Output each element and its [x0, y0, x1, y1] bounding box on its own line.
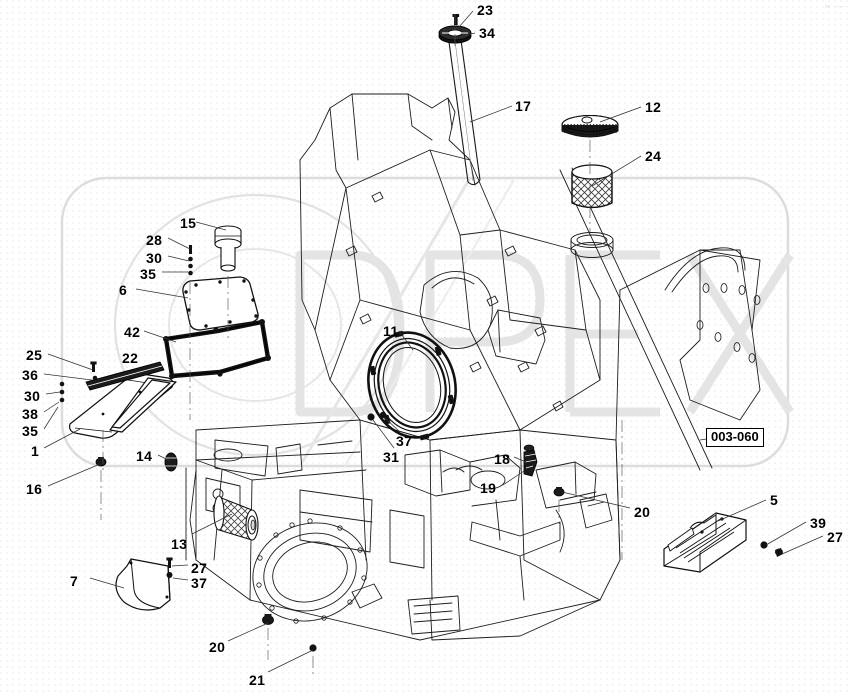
- fasteners-39-27-right: [760, 541, 783, 557]
- part-23-retaining-pin: [452, 14, 460, 25]
- part-15-filler-plug: [214, 225, 242, 272]
- part-13-oil-filter-canister: [213, 495, 259, 541]
- callout-39: 39: [810, 515, 827, 531]
- callout-16: 16: [26, 481, 43, 497]
- part-7-mud-flap-bracket: [115, 558, 171, 611]
- callout-7: 7: [70, 573, 79, 589]
- callout-38: 38: [22, 406, 39, 422]
- callout-34: 34: [479, 25, 496, 41]
- callout-12: 12: [645, 99, 662, 115]
- callout-28: 28: [146, 232, 163, 248]
- part-25-mounting-strip: [85, 361, 165, 391]
- fastener-group-left: [59, 361, 98, 403]
- callout-23: 23: [477, 2, 494, 18]
- callout-35-upper: 35: [140, 266, 157, 282]
- fasteners-bottom: [262, 614, 317, 652]
- callout-14: 14: [136, 448, 153, 464]
- callout-25: 25: [26, 347, 43, 363]
- callout-27-right: 27: [827, 529, 844, 545]
- part-24-mesh-filter-element: [571, 164, 613, 209]
- callout-21: 21: [249, 672, 266, 688]
- callout-13: 13: [171, 536, 188, 552]
- callout-17: 17: [515, 98, 532, 114]
- callout-37: 37: [396, 433, 413, 449]
- fastener-group-cover: [188, 245, 193, 276]
- callout-20-bottom: 20: [209, 639, 226, 655]
- callout-30-lower: 30: [24, 388, 41, 404]
- part-16-plug: [95, 457, 107, 467]
- watermark: [60, 176, 794, 468]
- part-5-serrated-step-plate: [663, 512, 747, 573]
- callout-42: 42: [124, 324, 141, 340]
- part-17-dipstick-rod: [448, 39, 481, 186]
- reference-box-003-060[interactable]: 003-060: [706, 428, 764, 447]
- callout-20-right: 20: [634, 504, 651, 520]
- callout-36: 36: [22, 367, 39, 383]
- part-20-plug-right: [553, 487, 565, 497]
- part-14-bushing: [164, 452, 178, 472]
- corner-scissor-mark: ✂ ----: [824, 4, 845, 11]
- callout-6: 6: [119, 282, 128, 298]
- part-22-cover-frame: [163, 319, 271, 379]
- callout-5: 5: [770, 492, 779, 508]
- callout-1: 1: [31, 443, 40, 459]
- callout-30-upper: 30: [146, 250, 163, 266]
- callout-37-left: 37: [191, 575, 208, 591]
- callout-15: 15: [180, 215, 197, 231]
- callout-19: 19: [480, 480, 497, 496]
- callout-35-lower: 35: [22, 423, 39, 439]
- part-6-access-cover-plate: [182, 276, 259, 331]
- fasteners-27-37-left: [166, 557, 173, 578]
- flange-ring: [252, 518, 383, 624]
- part-1-step-tread-plate: [68, 373, 177, 439]
- part-11-sealing-ring: [367, 330, 457, 441]
- fasteners-31-37: [367, 411, 387, 421]
- callout-24: 24: [645, 148, 662, 164]
- callout-18: 18: [494, 451, 511, 467]
- callout-27-left: 27: [191, 560, 208, 576]
- callout-22: 22: [122, 350, 139, 366]
- part-18-19-fitting: [523, 444, 538, 477]
- main-frame-chassis: [185, 93, 761, 641]
- callout-31: 31: [383, 449, 400, 465]
- callout-11: 11: [383, 323, 399, 339]
